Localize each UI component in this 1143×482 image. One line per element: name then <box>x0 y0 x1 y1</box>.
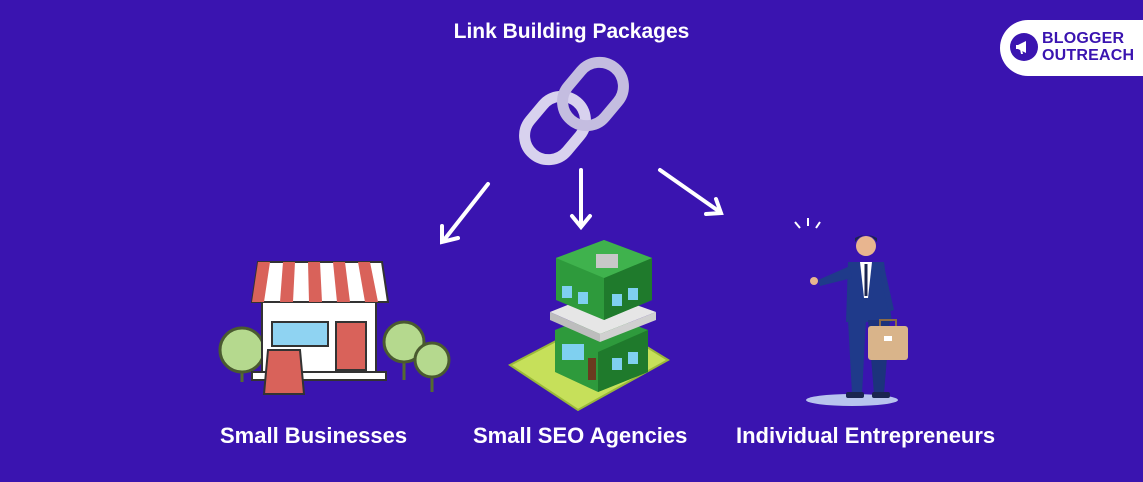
chain-link-icon <box>519 56 629 166</box>
logo-line1: BLOGGER <box>1042 30 1125 47</box>
diagram-title: Link Building Packages <box>453 20 690 43</box>
megaphone-icon <box>1010 33 1038 61</box>
office-building-icon <box>508 240 670 412</box>
category-small-seo-agencies: Small SEO Agencies <box>473 423 688 448</box>
logo-text: BLOGGER OUTREACH <box>1042 30 1134 64</box>
category-individual-entrepreneurs: Individual Entrepreneurs <box>736 423 996 448</box>
businessman-icon <box>794 218 908 406</box>
blogger-outreach-logo: BLOGGER OUTREACH <box>1000 20 1143 76</box>
arrow-to-entrepreneurs <box>658 168 724 216</box>
arrow-to-seo-agencies <box>570 168 592 231</box>
storefront-icon <box>218 261 451 395</box>
arrow-to-small-businesses <box>440 182 490 245</box>
logo-line2: OUTREACH <box>1042 47 1135 64</box>
category-small-businesses: Small Businesses <box>220 423 408 448</box>
